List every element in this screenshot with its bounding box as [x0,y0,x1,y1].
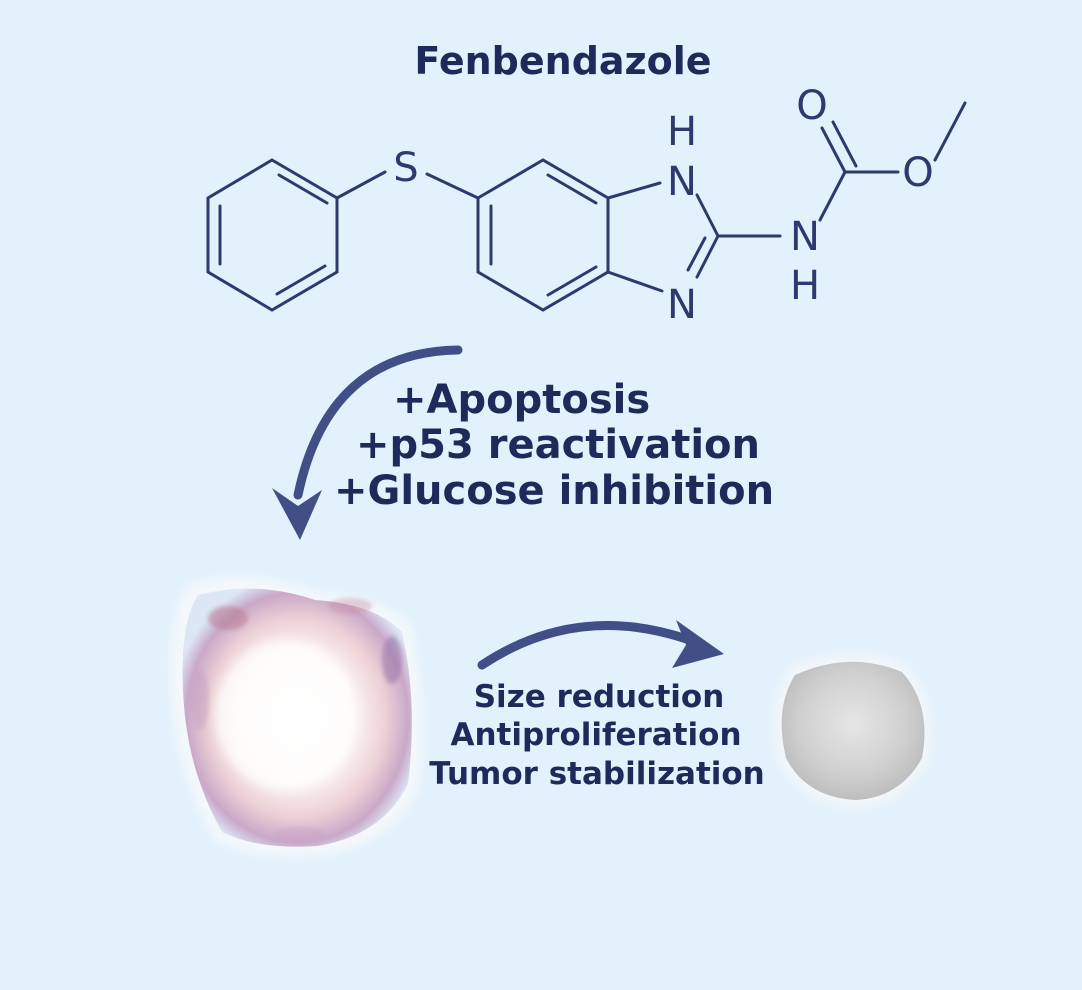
benzimidazole-benzene-ring [476,158,610,312]
curved-arrow-down [272,345,463,540]
outcomes-list: Size reduction Antiproliferation Tumor s… [429,679,765,792]
benzene-double-bond [546,173,598,205]
large-tumor-image [171,577,422,856]
phenyl-ring [206,158,339,312]
bond-nh-c2 [695,193,720,238]
atom-h-amide: H [790,263,820,309]
curved-arrow-right [477,620,724,670]
small-tumor-image [773,653,932,808]
atom-n-bottom: N [667,282,697,328]
bond-s-benzimidazole [425,172,480,200]
bond-c2-n [695,234,720,279]
phenyl-double-bond [275,264,327,296]
bond-c-nh [606,181,662,200]
atom-n-amide: N [790,214,820,260]
phenyl-double-bond [277,173,329,205]
bond-n-c [606,270,664,293]
outcome-item: Antiproliferation [450,717,741,753]
atom-sulfur: S [393,145,418,191]
effect-item: +p53 reactivation [356,422,760,468]
effects-list: +Apoptosis +p53 reactivation +Glucose in… [334,377,774,514]
atom-o-ester: O [902,150,933,196]
bond-phenyl-s [335,170,387,200]
bond-nh-carbonyl [818,170,847,222]
bond-carbonyl-o-double [831,120,858,168]
benzene-double-bond [546,265,598,297]
title: Fenbendazole [414,39,711,83]
bond-carbonyl-o-double [820,126,847,174]
atom-n-top: N [667,159,697,205]
atom-h-top: H [667,109,697,155]
fenbendazole-structure: S H N N O O N H [206,83,967,328]
bond-c2-n-double [686,236,707,272]
bond-o-methyl [933,101,967,162]
effect-item: +Glucose inhibition [334,468,774,514]
outcome-item: Size reduction [474,679,725,715]
atom-o-carbonyl: O [796,83,827,129]
outcome-item: Tumor stabilization [429,756,765,792]
effect-item: +Apoptosis [393,377,650,423]
